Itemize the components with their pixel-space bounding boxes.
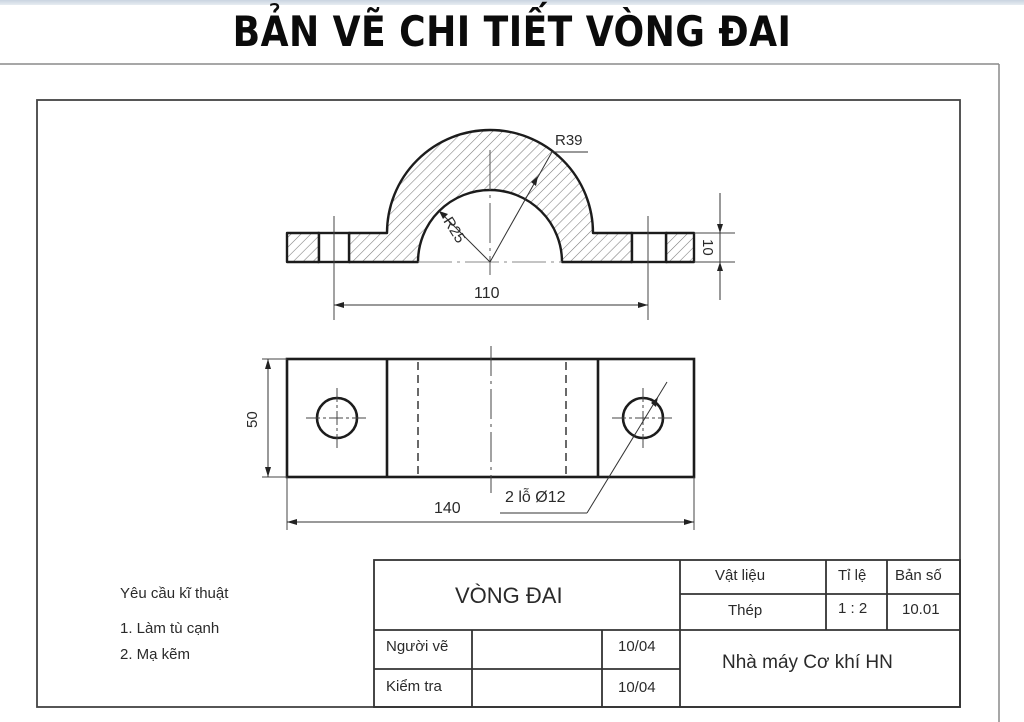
outer-frame	[0, 63, 1000, 722]
material-label: Vật liệu	[715, 567, 766, 584]
requirements-title: Yêu cầu kĩ thuật	[120, 585, 229, 602]
hole-callout: 2 lỗ Ø12	[505, 489, 566, 506]
front-view	[285, 128, 735, 320]
material-value: Thép	[728, 602, 763, 619]
dim-140: 140	[434, 500, 461, 517]
requirement-item: 1. Làm tù cạnh	[120, 620, 220, 637]
page-title: BẢN VẼ CHI TIẾT VÒNG ĐAI	[232, 7, 792, 56]
dim-10: 10	[699, 239, 716, 256]
window-top-strip	[0, 0, 1024, 5]
dim-r39: R39	[555, 132, 583, 149]
drawn-by-label: Người vẽ	[386, 638, 449, 655]
top-view	[262, 346, 696, 530]
drawing-no-label: Bản số	[895, 567, 942, 584]
title-block-grid	[373, 559, 961, 708]
checked-by-label: Kiểm tra	[386, 678, 442, 695]
part-name: VÒNG ĐAI	[455, 583, 563, 608]
drawing-no-value: 10.01	[902, 601, 940, 618]
organization-name: Nhà máy Cơ khí HN	[722, 652, 893, 673]
drawn-by-date: 10/04	[618, 638, 656, 655]
dim-50: 50	[244, 411, 261, 428]
scale-label: Tỉ lệ	[838, 567, 867, 584]
dim-110: 110	[474, 285, 500, 302]
requirement-item: 2. Mạ kẽm	[120, 646, 191, 663]
checked-by-date: 10/04	[618, 679, 656, 696]
scale-value: 1 : 2	[838, 600, 868, 617]
